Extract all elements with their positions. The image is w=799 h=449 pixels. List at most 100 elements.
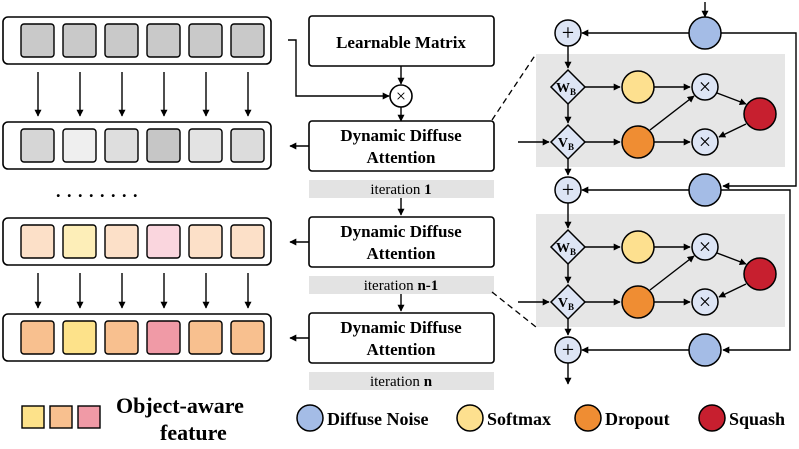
wb-operator: WB [549, 228, 587, 266]
squash-node [743, 97, 777, 131]
edge [718, 283, 747, 298]
legend-object-aware-line2: feature [160, 420, 227, 445]
attention-label-line2: Attention [367, 148, 436, 167]
feature-cell [104, 23, 139, 58]
feature-cell [188, 23, 223, 58]
feature-cell [230, 23, 265, 58]
svg-text:VB: VB [558, 136, 574, 152]
attention-label-line2: Attention [367, 244, 436, 263]
feature-cell [146, 224, 181, 259]
feature-cell [62, 128, 97, 163]
diffuse-noise-node [688, 16, 722, 50]
diffuse-noise-node [688, 173, 722, 207]
softmax-node [621, 70, 655, 104]
legend-swatch [21, 405, 45, 429]
learnable-matrix-block: Learnable Matrix [308, 15, 495, 67]
feature-cell [104, 224, 139, 259]
detail-panel [536, 54, 785, 327]
feature-cell [62, 224, 97, 259]
legend-swatch [49, 405, 73, 429]
multiply-node [691, 233, 719, 261]
feature-cell [20, 320, 55, 355]
add-node [554, 19, 582, 47]
add-node-symbol: + [562, 20, 574, 45]
feature-row-input [2, 16, 272, 65]
feature-cell [230, 128, 265, 163]
feature-cell [20, 128, 55, 163]
legend-marker [574, 404, 602, 432]
dropout-node [621, 125, 655, 159]
multiply-node [691, 288, 719, 316]
edge [721, 189, 791, 354]
add-node-symbol: + [562, 337, 574, 362]
feature-cell [104, 320, 139, 355]
multiply-node-symbol: × [699, 234, 711, 259]
attention-label-line2: Attention [367, 340, 436, 359]
feature-cell [20, 224, 55, 259]
svg-text:VB: VB [558, 296, 574, 312]
legend-object-aware-line1: Object-aware [116, 393, 244, 418]
feature-cell [188, 128, 223, 163]
feature-row-iteration-1 [2, 121, 272, 170]
feature-cell [230, 224, 265, 259]
multiply-symbol: × [396, 86, 406, 106]
legend-marker [698, 404, 726, 432]
iteration-label: iteration n-1 [309, 276, 494, 294]
feature-cell [104, 128, 139, 163]
multiply-node: × [389, 84, 413, 108]
iteration-text: iteration n-1 [364, 278, 439, 294]
edge [721, 32, 797, 190]
wb-operator: WB [549, 68, 587, 106]
legend-item-label: Diffuse Noise [327, 409, 429, 429]
legend-item-label: Dropout [605, 409, 670, 429]
legend-marker [456, 404, 484, 432]
edge [716, 252, 747, 266]
vb-operator: VB [549, 123, 587, 161]
squash-node [743, 257, 777, 291]
feature-cell [146, 320, 181, 355]
ellipsis: . . . . . . . . [56, 181, 139, 201]
attention-label-line1: Dynamic Diffuse [340, 222, 462, 241]
iteration-label: iteration 1 [309, 180, 494, 198]
feature-cell [188, 224, 223, 259]
feature-cell [20, 23, 55, 58]
svg-text:WB: WB [556, 81, 576, 97]
add-node-symbol: + [562, 177, 574, 202]
multiply-node-symbol: × [699, 129, 711, 154]
feature-row-iteration-n [2, 313, 272, 362]
feature-cell [230, 320, 265, 355]
feature-cell [62, 320, 97, 355]
learnable-matrix-label: Learnable Matrix [336, 33, 466, 52]
zoom-line-top [491, 53, 537, 121]
diffuse-noise-node [688, 333, 722, 367]
iteration-text: iteration 1 [370, 182, 431, 198]
multiply-node-symbol: × [699, 74, 711, 99]
feature-cell [146, 23, 181, 58]
zoom-line-bottom [491, 291, 537, 328]
feature-cell [188, 320, 223, 355]
feature-row-iteration-n-1 [2, 217, 272, 266]
iteration-text: iteration n [370, 374, 433, 390]
softmax-node [621, 230, 655, 264]
iteration-label: iteration n [309, 372, 494, 390]
legend-item-label: Softmax [487, 409, 551, 429]
row-arrows [34, 72, 252, 309]
add-node [554, 336, 582, 364]
feature-cell [62, 23, 97, 58]
multiply-node [691, 73, 719, 101]
multiply-node-symbol: × [699, 289, 711, 314]
attention-label-line1: Dynamic Diffuse [340, 126, 462, 145]
attention-label-line1: Dynamic Diffuse [340, 318, 462, 337]
vb-operator: VB [549, 283, 587, 321]
svg-text:WB: WB [556, 241, 576, 257]
dropout-node [621, 285, 655, 319]
legend-item-label: Squash [729, 409, 785, 429]
legend-marker [296, 404, 324, 432]
multiply-node [691, 128, 719, 156]
